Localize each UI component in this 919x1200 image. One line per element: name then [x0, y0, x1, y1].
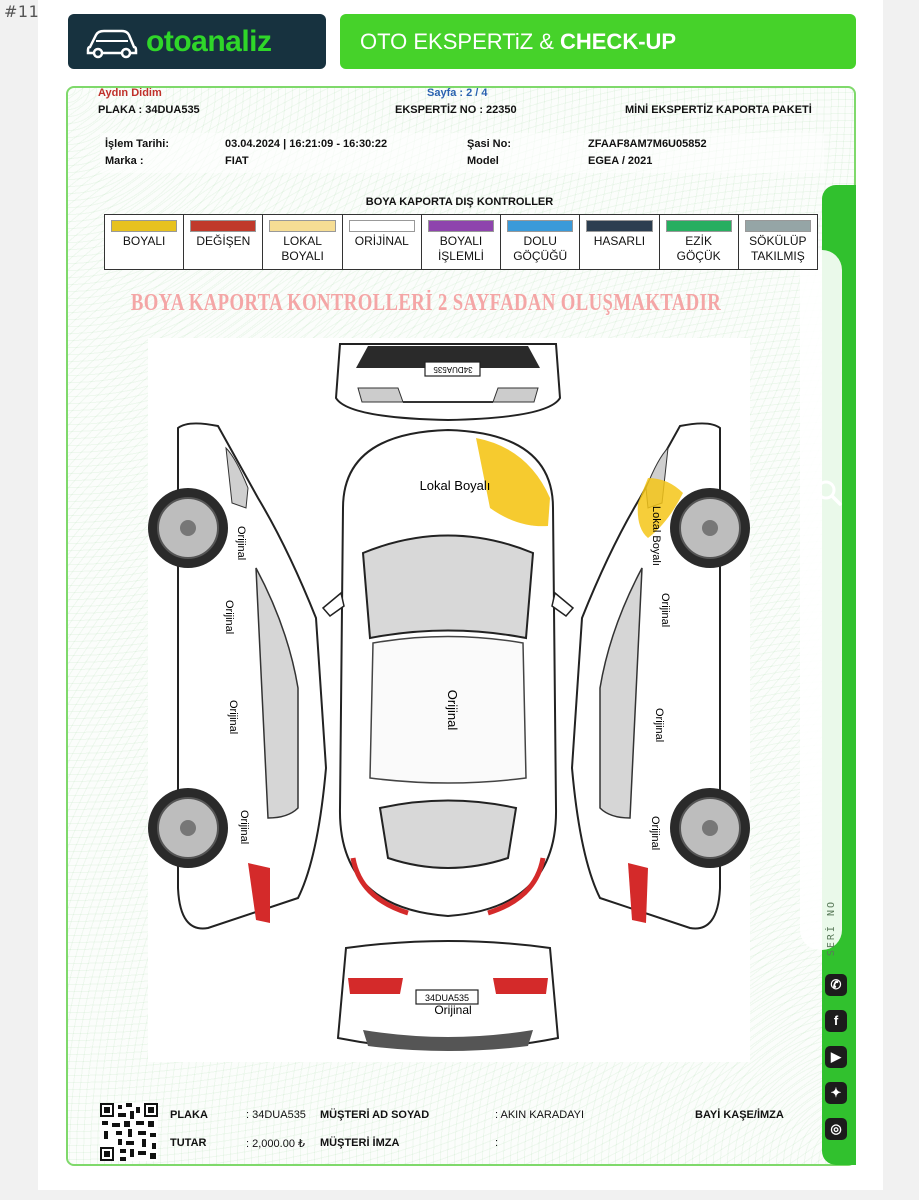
legend-swatch [269, 220, 336, 232]
rear-plate-text: 34DUA535 [425, 993, 469, 1003]
page-number: Sayfa : 2 / 4 [427, 87, 488, 99]
otoanaliz-logo: otoanaliz [68, 14, 326, 69]
legend-title: BOYA KAPORTA DIŞ KONTROLLER [365, 196, 554, 208]
left-label-3: Orijinal [227, 700, 239, 734]
legend-item: BOYALI [105, 215, 185, 269]
customer-name-label: MÜŞTERİ AD SOYAD [320, 1109, 430, 1121]
whatsapp-icon[interactable]: ✆ [825, 974, 847, 996]
car-right-side-view [570, 422, 750, 930]
legend-swatch [744, 220, 811, 232]
twitter-icon[interactable]: ✦ [825, 1082, 847, 1104]
qr-code-icon [100, 1103, 158, 1161]
model-value: EGEA / 2021 [588, 155, 653, 167]
legend-item: DEĞİŞEN [184, 215, 264, 269]
right-label-4: Orijinal [649, 816, 661, 850]
footer-plaka-label: PLAKA [170, 1109, 208, 1121]
footer-plaka-value: : 34DUA535 [246, 1109, 306, 1121]
legend-item: HASARLI [580, 215, 660, 269]
header-banner: OTO EKSPERTiZ &CHECK-UP [340, 14, 856, 69]
legend-label: HASARLI [593, 234, 646, 248]
legend-swatch [665, 220, 732, 232]
islem-tarihi-value: 03.04.2024 | 16:21:09 - 16:30:22 [225, 138, 388, 150]
warning-banner: BOYA KAPORTA KONTROLLERİ 2 SAYFADAN OLUŞ… [130, 290, 722, 316]
left-label-1: Orijinal [235, 526, 247, 560]
legend-label: DEĞİŞEN [196, 234, 251, 248]
car-front-view [334, 343, 562, 422]
logo-text: otoanaliz [146, 24, 272, 58]
customer-signature-label: MÜŞTERİ İMZA [320, 1137, 400, 1149]
right-label-2: Orijinal [659, 593, 671, 627]
legend-swatch [111, 220, 178, 232]
location-text: Aydın Didim [98, 87, 162, 99]
left-label-4: Orijinal [238, 810, 250, 844]
footer-tutar-label: TUTAR [170, 1137, 207, 1149]
banner-text: OTO EKSPERTiZ & [360, 28, 554, 54]
car-rear-view [336, 940, 560, 1051]
marka-value: FIAT [225, 155, 249, 167]
banner-bold-text: CHECK-UP [559, 28, 677, 54]
dealer-stamp-label: BAYİ KAŞE/İMZA [695, 1109, 784, 1121]
marka-label: Marka : [105, 155, 144, 167]
customer-name-value: : AKIN KARADAYI [495, 1109, 585, 1121]
sasi-value: ZFAAF8AM7M6U05852 [588, 138, 707, 150]
right-fender-label: Lokal Boyalı [650, 506, 662, 566]
car-top-view [321, 428, 575, 918]
footer-tutar-value: : 2,000.00 ₺ [246, 1138, 305, 1150]
seri-no-label: SERİ NO [826, 900, 837, 957]
customer-signature-value: : [495, 1137, 499, 1149]
hood-label: Lokal Boyalı [420, 478, 491, 493]
legend-label: BOYALI [122, 234, 166, 248]
rear-label: Orijinal [434, 1003, 471, 1017]
car-damage-diagram: 34DUA535 Lokal Boyalı Orijinal [148, 338, 750, 1062]
sasi-label: Şasi No: [467, 138, 512, 150]
legend-label: ORİJİNAL [354, 234, 409, 248]
instagram-icon[interactable]: ◎ [825, 1118, 847, 1140]
islem-tarihi-label: İşlem Tarihi: [105, 138, 169, 150]
legend-swatch [507, 220, 574, 232]
front-plate-text: 34DUA535 [433, 365, 473, 374]
local-paint-fender-area [637, 478, 683, 538]
legend-swatch [586, 220, 653, 232]
side-white-panel [800, 250, 842, 950]
legend-swatch [348, 220, 415, 232]
ekspertiz-number: EKSPERTİZ NO : 22350 [395, 104, 517, 116]
package-name: MİNİ EKSPERTİZ KAPORTA PAKETİ [625, 104, 812, 116]
left-label-2: Orijinal [223, 600, 235, 634]
right-label-3: Orijinal [653, 708, 665, 742]
local-paint-hood-area [476, 438, 550, 527]
facebook-icon[interactable]: f [825, 1010, 847, 1032]
vehicle-info-box [100, 133, 824, 173]
search-icon[interactable] [814, 478, 844, 508]
legend-swatch [427, 220, 495, 232]
car-left-side-view [148, 422, 328, 930]
model-label: Model [467, 155, 499, 167]
roof-label: Orijinal [445, 690, 460, 731]
car-logo-icon [86, 29, 138, 58]
plate-header: PLAKA : 34DUA535 [98, 104, 200, 116]
car-diagram-svg: 34DUA535 Lokal Boyalı Orijinal [148, 343, 750, 1051]
legend-swatch [190, 220, 257, 232]
legend-item: ORİJİNAL [343, 215, 422, 269]
youtube-icon[interactable]: ▶ [825, 1046, 847, 1068]
